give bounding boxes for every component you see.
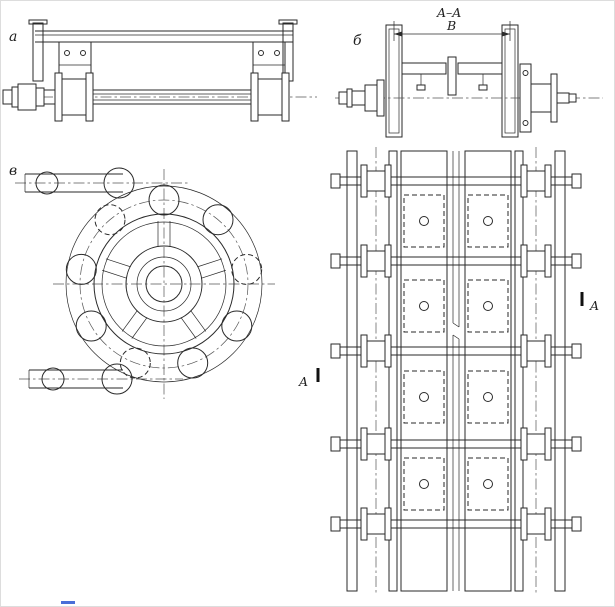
roller-axle-rows xyxy=(330,164,582,541)
view-plan-chain-assembly: A A xyxy=(298,147,599,595)
hanger-bracket-right xyxy=(252,42,286,73)
wheel-section-right xyxy=(519,63,577,133)
end-plate-left xyxy=(28,19,48,82)
guide-strips xyxy=(346,150,566,592)
top-rail xyxy=(35,30,293,43)
shaft-end-left xyxy=(2,83,45,111)
label-view-b: б xyxy=(353,33,362,49)
label-section-mark-right: A xyxy=(589,298,599,313)
spool-wheel-right xyxy=(250,72,290,122)
spool-wheel-left xyxy=(54,72,94,122)
view-v-sprocket-front: в xyxy=(9,163,275,399)
view-a-side-elevation: а xyxy=(2,19,317,122)
link-plates xyxy=(400,150,512,592)
label-section-title: A–A xyxy=(436,5,461,20)
shaft-section-left xyxy=(338,79,385,117)
section-marker-left: A xyxy=(298,368,320,389)
view-b-cross-section: A–A B xyxy=(335,5,603,138)
dim-arrow-right xyxy=(502,31,510,37)
dim-arrow-left xyxy=(394,31,402,37)
hanger-bracket-left xyxy=(58,42,92,73)
label-dim-b: B xyxy=(446,18,456,33)
label-section-mark-left: A xyxy=(298,374,308,389)
channel-left-section xyxy=(385,24,403,138)
label-view-a: а xyxy=(9,29,17,45)
channel-right-section xyxy=(501,24,519,138)
sprocket-rim xyxy=(65,185,263,383)
end-plate-right xyxy=(278,19,298,82)
chain-strand-upper xyxy=(15,167,189,199)
rail-cross-pieces xyxy=(401,56,503,96)
section-marker-right: A xyxy=(580,292,599,313)
link-underline-artifact xyxy=(61,601,75,604)
plate-fittings xyxy=(403,194,509,511)
chain-strand-lower xyxy=(19,363,183,395)
dimension-b: B xyxy=(393,18,511,41)
label-view-v: в xyxy=(9,163,17,179)
sprocket-hub xyxy=(125,245,203,323)
chain-rollers-on-rim xyxy=(65,184,263,379)
break-line xyxy=(452,322,460,340)
chain-plate-in-gap xyxy=(447,56,457,96)
